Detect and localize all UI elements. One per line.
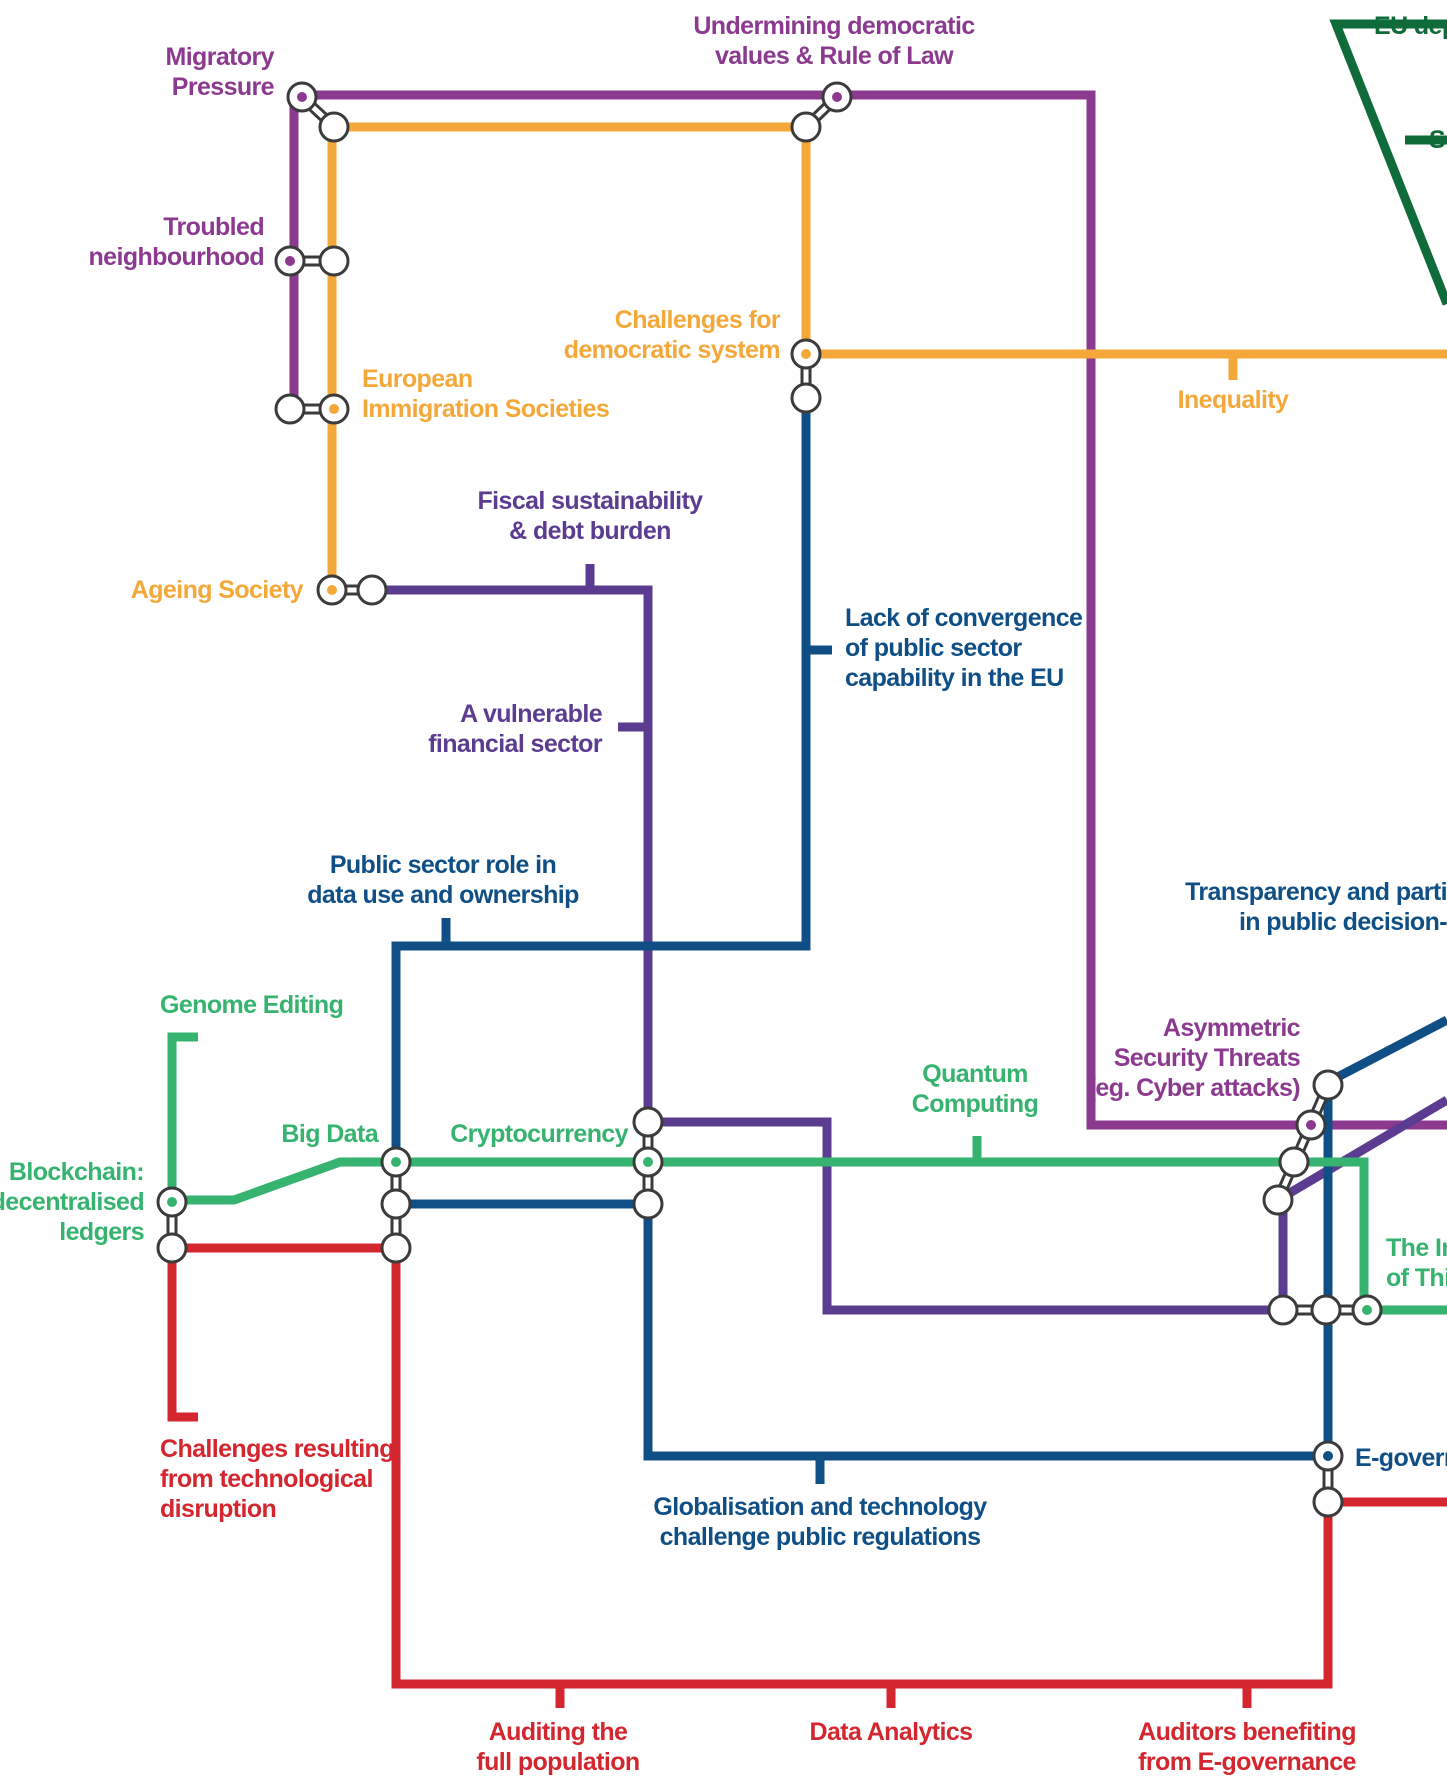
label-line: disruption <box>160 1495 276 1523</box>
label-line: decentralised <box>0 1188 144 1216</box>
label-line: Big Data <box>281 1120 379 1148</box>
label-line: Quantum <box>922 1060 1028 1088</box>
label-so-fragment: So <box>1429 126 1447 154</box>
label-line: Lack of convergence <box>845 604 1083 632</box>
label-line: Challenges for <box>615 306 781 334</box>
label-line: values & Rule of Law <box>715 42 954 70</box>
label-line: from technological <box>160 1465 373 1493</box>
label-line: in public decision- <box>1239 908 1447 936</box>
station-challenges-democratic[interactable] <box>790 338 822 414</box>
label-line: from E-governance <box>1138 1748 1356 1776</box>
label-line: Transparency and parti <box>1185 878 1447 906</box>
label-line: Data Analytics <box>810 1718 973 1746</box>
label-e-governance: E-govern <box>1355 1444 1447 1472</box>
label-line: Blockchain: <box>9 1158 144 1186</box>
label-line: neighbourhood <box>89 243 265 271</box>
label-line: Inequality <box>1178 386 1289 414</box>
station-cryptocurrency[interactable] <box>632 1106 664 1220</box>
station-ageing-society[interactable] <box>316 574 388 606</box>
label-line: Immigration Societies <box>362 395 609 423</box>
label-line: The Int <box>1386 1234 1447 1262</box>
label-line: capability in the EU <box>845 664 1064 692</box>
label-eu-dependence: EU depe <box>1374 12 1447 40</box>
label-inequality: Inequality <box>1178 386 1289 414</box>
station-troubled-neighbourhood[interactable] <box>274 245 350 277</box>
label-line: European <box>362 365 473 393</box>
label-line: Globalisation and technology <box>653 1493 987 1521</box>
label-line: challenge public regulations <box>660 1523 981 1551</box>
stations <box>156 81 1383 1518</box>
station-e-governance[interactable] <box>1312 1440 1344 1518</box>
label-ageing-society: Ageing Society <box>131 576 304 604</box>
station-undermining-democratic[interactable] <box>790 81 853 143</box>
label-internet-of-things: The Intof Thin <box>1386 1234 1447 1292</box>
label-line: Auditing the <box>489 1718 628 1746</box>
label-line: Asymmetric <box>1163 1014 1301 1042</box>
label-line: Ageing Society <box>131 576 304 604</box>
label-line: Genome Editing <box>160 991 343 1019</box>
label-cryptocurrency: Cryptocurrency <box>450 1120 628 1148</box>
label-line: of Thin <box>1386 1264 1447 1292</box>
line-orange <box>327 122 1447 590</box>
label-fiscal-sustainability: Fiscal sustainability& debt burden <box>478 487 704 545</box>
line-indigo <box>368 585 1447 1315</box>
line-darkgreen <box>1329 19 1447 306</box>
label-line: Challenges resulting <box>160 1435 394 1463</box>
line-green <box>167 1032 1447 1315</box>
station-asymmetric-threats[interactable] <box>1262 1069 1344 1216</box>
label-line: Migratory <box>165 43 274 71</box>
station-european-immigration[interactable] <box>274 393 350 425</box>
label-line: Security Threats <box>1114 1044 1300 1072</box>
label-line: ledgers <box>59 1218 144 1246</box>
line-purple <box>289 90 1447 1130</box>
label-line: Fiscal sustainability <box>478 487 704 515</box>
label-line: Public sector role in <box>330 851 556 879</box>
label-line: (eg. Cyber attacks) <box>1088 1074 1301 1102</box>
label-line: Cryptocurrency <box>450 1120 628 1148</box>
label-line: A vulnerable <box>460 700 603 728</box>
label-line: Auditors benefiting <box>1138 1718 1356 1746</box>
label-line: of public sector <box>845 634 1022 662</box>
label-data-analytics: Data Analytics <box>810 1718 973 1746</box>
label-line: financial sector <box>428 730 603 758</box>
station-internet-of-things[interactable] <box>1267 1294 1383 1326</box>
label-line: data use and ownership <box>307 881 579 909</box>
station-blockchain[interactable] <box>156 1186 188 1264</box>
label-line: EU depe <box>1374 12 1447 40</box>
connector-asymmetric <box>1272 1079 1334 1206</box>
label-line: So <box>1429 126 1447 154</box>
label-line: democratic system <box>564 336 780 364</box>
label-line: Computing <box>912 1090 1039 1118</box>
label-line: Troubled <box>163 213 264 241</box>
label-line: Pressure <box>172 73 275 101</box>
label-line: & debt burden <box>509 517 671 545</box>
station-big-data[interactable] <box>380 1146 412 1264</box>
label-line: Undermining democratic <box>693 12 975 40</box>
label-line: full population <box>476 1748 639 1776</box>
label-line: E-govern <box>1355 1444 1447 1472</box>
line-red <box>167 1243 1447 1689</box>
station-migratory-pressure[interactable] <box>286 81 350 143</box>
label-big-data: Big Data <box>281 1120 379 1148</box>
label-genome-editing: Genome Editing <box>160 991 343 1019</box>
